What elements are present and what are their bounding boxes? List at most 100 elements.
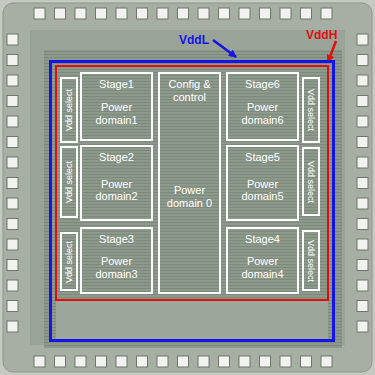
bond-pad bbox=[116, 8, 127, 19]
bond-pad bbox=[7, 34, 18, 45]
bond-pad bbox=[7, 96, 18, 107]
bond-pad bbox=[55, 8, 66, 19]
vdd-select-label: Vdd select bbox=[306, 239, 316, 281]
vddl-supply-outline: VddLVddHVdd selectStage1Power domain1Con… bbox=[49, 60, 335, 342]
bond-pad bbox=[7, 55, 18, 66]
domain-label: Power domain1 bbox=[85, 101, 148, 126]
bond-pad bbox=[157, 356, 168, 367]
bond-pad bbox=[357, 301, 368, 312]
bond-pad bbox=[7, 260, 18, 271]
domain-label: Power domain2 bbox=[85, 178, 148, 203]
power-domain-box: Stage1Power domain1 bbox=[80, 72, 153, 141]
bond-pad bbox=[301, 356, 312, 367]
bond-pad bbox=[157, 8, 168, 19]
bond-pad bbox=[7, 301, 18, 312]
vdd-select-box: Vdd select bbox=[302, 230, 320, 291]
bond-pad bbox=[219, 8, 230, 19]
lower-band bbox=[56, 300, 328, 340]
block-title: Config & control bbox=[163, 78, 216, 103]
bond-pad bbox=[7, 280, 18, 291]
bond-pad bbox=[7, 321, 18, 332]
bond-pad bbox=[137, 8, 148, 19]
bond-pad bbox=[116, 356, 127, 367]
block-title: Stage4 bbox=[245, 233, 280, 246]
block-title: Stage2 bbox=[99, 151, 134, 164]
bond-pad bbox=[357, 219, 368, 230]
power-domain-box: Config & controlPower domain 0 bbox=[158, 72, 221, 294]
vdd-select-box: Vdd select bbox=[302, 147, 320, 216]
power-domain-box: Stage3Power domain3 bbox=[80, 227, 153, 294]
bond-pad bbox=[178, 356, 189, 367]
leader-arrow bbox=[328, 41, 336, 62]
bond-pad bbox=[34, 356, 45, 367]
bond-pad bbox=[219, 356, 230, 367]
bond-pad bbox=[137, 356, 148, 367]
vdd-select-label: Vdd select bbox=[64, 161, 74, 203]
bond-pad bbox=[7, 198, 18, 209]
supply-label: VddL bbox=[179, 34, 209, 48]
domain-label: Power domain 0 bbox=[163, 184, 216, 209]
bond-pad bbox=[55, 356, 66, 367]
block-title: Stage3 bbox=[99, 233, 134, 246]
vdd-select-label: Vdd select bbox=[64, 89, 74, 131]
bond-pad bbox=[357, 321, 368, 332]
vdd-select-box: Vdd select bbox=[60, 146, 78, 218]
leader-arrow bbox=[213, 40, 236, 57]
bond-pad bbox=[260, 356, 271, 367]
bond-pad bbox=[7, 239, 18, 250]
bond-pad bbox=[357, 239, 368, 250]
bond-pad bbox=[7, 157, 18, 168]
vdd-select-box: Vdd select bbox=[60, 77, 78, 143]
supply-label: VddH bbox=[306, 29, 337, 43]
bond-pad bbox=[178, 8, 189, 19]
bond-pad bbox=[239, 356, 250, 367]
bond-pad bbox=[357, 34, 368, 45]
bond-pad bbox=[357, 96, 368, 107]
bond-pad bbox=[96, 8, 107, 19]
power-domain-box: Stage6Power domain6 bbox=[226, 72, 299, 141]
domain-label: Power domain6 bbox=[231, 101, 294, 126]
vdd-select-label: Vdd select bbox=[306, 89, 316, 131]
domain-label: Power domain5 bbox=[231, 178, 294, 203]
bond-pad bbox=[7, 219, 18, 230]
vdd-select-box: Vdd select bbox=[60, 232, 78, 291]
bond-pad bbox=[239, 8, 250, 19]
bond-pad bbox=[34, 8, 45, 19]
bond-pad bbox=[280, 8, 291, 19]
bond-pad bbox=[198, 8, 209, 19]
bond-pad bbox=[260, 8, 271, 19]
bond-pad bbox=[357, 260, 368, 271]
bond-pad bbox=[7, 137, 18, 148]
bond-pad bbox=[75, 8, 86, 19]
vdd-select-label: Vdd select bbox=[306, 160, 316, 202]
bond-pad bbox=[357, 55, 368, 66]
power-domain-box: Stage5Power domain5 bbox=[226, 145, 299, 221]
bond-pad bbox=[357, 157, 368, 168]
bond-pads bbox=[7, 8, 368, 367]
bond-pad bbox=[357, 198, 368, 209]
bond-pad bbox=[357, 280, 368, 291]
bond-pad bbox=[357, 137, 368, 148]
bond-pad bbox=[198, 356, 209, 367]
bond-pad bbox=[357, 116, 368, 127]
bond-pad bbox=[75, 356, 86, 367]
bond-pad bbox=[357, 75, 368, 86]
bond-pad bbox=[96, 356, 107, 367]
bond-pad bbox=[280, 356, 291, 367]
core-area bbox=[44, 50, 342, 348]
power-domain-box: Stage4Power domain4 bbox=[226, 227, 299, 294]
bond-pad bbox=[7, 178, 18, 189]
bond-pad bbox=[7, 116, 18, 127]
domain-label: Power domain3 bbox=[85, 255, 148, 280]
bond-pad bbox=[301, 8, 312, 19]
bond-pad bbox=[321, 356, 332, 367]
vddh-supply-outline: VddHVdd selectStage1Power domain1Config … bbox=[55, 65, 329, 301]
bond-pad bbox=[321, 8, 332, 19]
die-edge bbox=[3, 3, 372, 372]
block-title: Stage1 bbox=[99, 78, 134, 91]
vdd-select-box: Vdd select bbox=[302, 77, 320, 143]
vdd-select-label: Vdd select bbox=[64, 240, 74, 282]
block-title: Stage5 bbox=[245, 151, 280, 164]
